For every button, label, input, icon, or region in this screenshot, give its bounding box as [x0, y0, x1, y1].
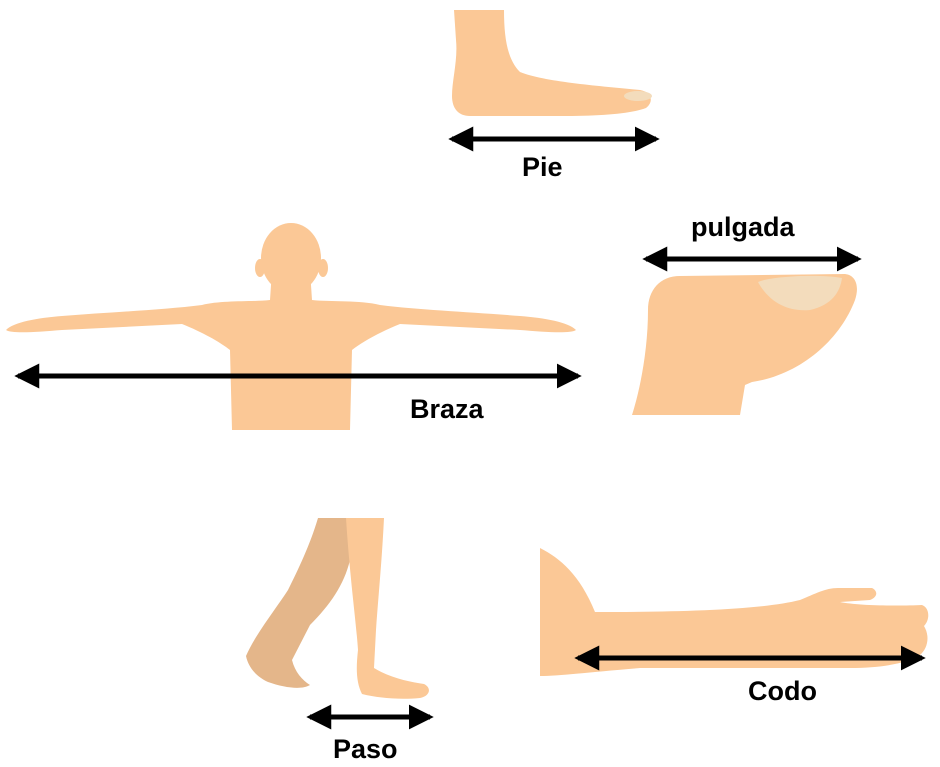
codo-label: Codo	[748, 678, 817, 705]
legs-illustration	[246, 518, 429, 699]
paso-label: Paso	[333, 736, 398, 763]
thumb-illustration	[632, 274, 857, 415]
pie-label: Pie	[522, 154, 563, 181]
pulgada-label: pulgada	[691, 214, 795, 241]
torso-illustration	[6, 223, 576, 430]
braza-label: Braza	[410, 396, 484, 423]
foot-illustration	[452, 10, 652, 116]
